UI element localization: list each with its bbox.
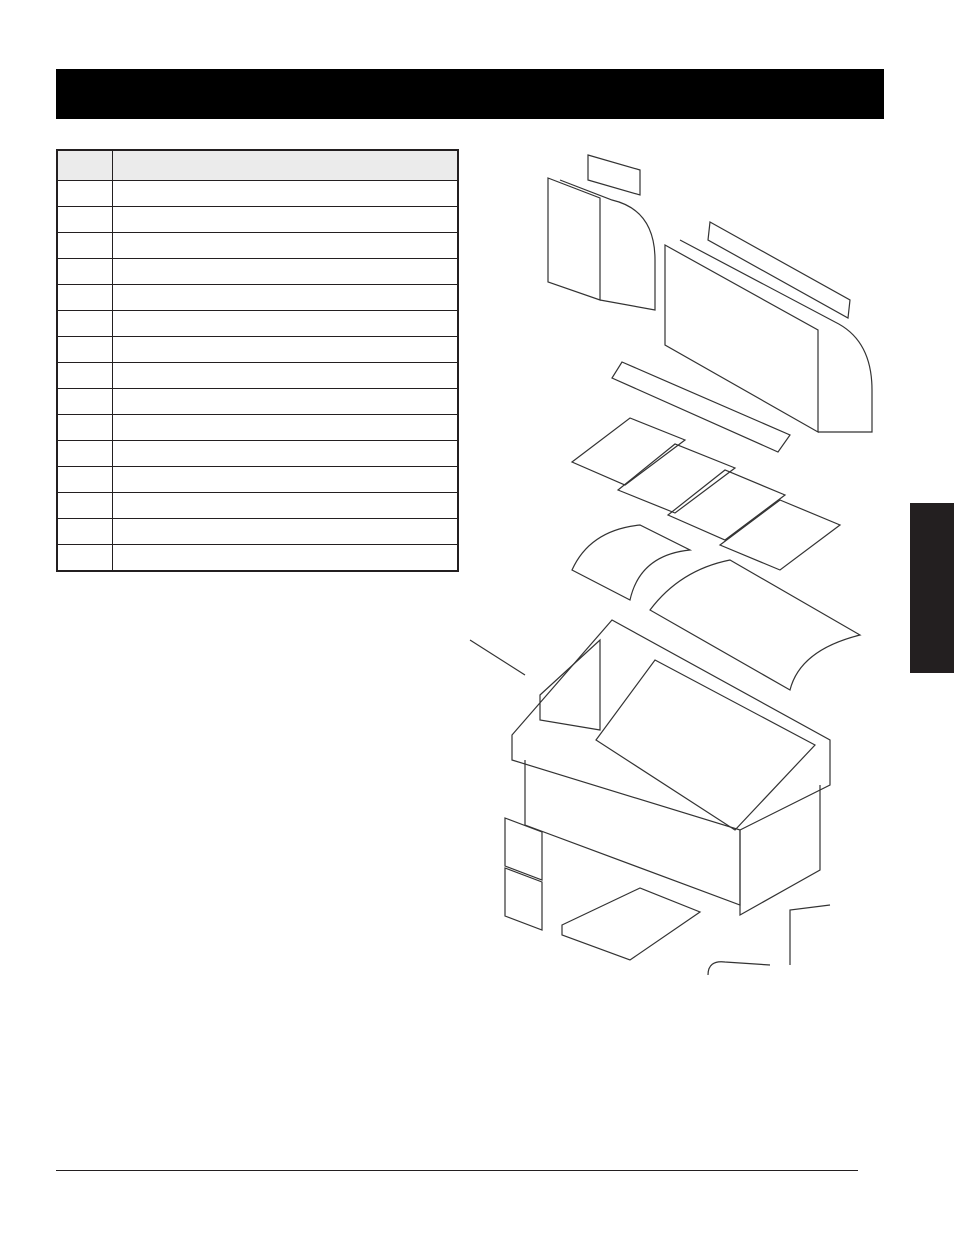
part-description-cell (112, 258, 459, 285)
table-row (56, 440, 459, 467)
part-number-cell (56, 362, 113, 389)
part-description-cell (112, 544, 459, 572)
table-row (56, 492, 459, 519)
part-number-cell (56, 466, 113, 493)
grill-exploded-diagram (469, 154, 873, 976)
part-description-cell (112, 466, 459, 493)
part-number-cell (56, 180, 113, 207)
footer-divider (56, 1170, 858, 1171)
parts-list-table (56, 149, 459, 572)
table-row (56, 232, 459, 259)
part-number-cell (56, 336, 113, 363)
table-row (56, 206, 459, 233)
section-header-bar (56, 69, 884, 119)
part-description-cell (112, 492, 459, 519)
vent-panels (504, 817, 543, 931)
table-row (56, 258, 459, 285)
table-row (56, 336, 459, 363)
table-row (56, 388, 459, 415)
table-row (56, 544, 459, 572)
table-row (56, 284, 459, 311)
large-hood (664, 221, 873, 434)
firebox-base (511, 619, 831, 917)
table-row (56, 362, 459, 389)
heat-shields (571, 524, 862, 691)
column-header-description (112, 149, 459, 181)
table-row (56, 180, 459, 207)
part-number-cell (56, 206, 113, 233)
cooking-grates (570, 361, 842, 571)
part-number-cell (56, 492, 113, 519)
table-row (56, 518, 459, 545)
part-number-cell (56, 414, 113, 441)
table-row (56, 414, 459, 441)
part-number-cell (56, 284, 113, 311)
part-number-cell (56, 310, 113, 337)
table-header-row (56, 149, 459, 181)
part-description-cell (112, 518, 459, 545)
part-number-cell (56, 440, 113, 467)
part-description-cell (112, 310, 459, 337)
part-description-cell (112, 388, 459, 415)
part-number-cell (56, 518, 113, 545)
ash-drawer (561, 887, 702, 961)
part-description-cell (112, 180, 459, 207)
section-side-tab (910, 503, 954, 673)
part-description-cell (112, 232, 459, 259)
table-row (56, 310, 459, 337)
part-description-cell (112, 336, 459, 363)
part-number-cell (56, 258, 113, 285)
part-number-cell (56, 388, 113, 415)
part-description-cell (112, 414, 459, 441)
part-number-cell (56, 232, 113, 259)
part-description-cell (112, 440, 459, 467)
igniter-parts (469, 639, 831, 976)
column-header-number (56, 149, 113, 181)
table-row (56, 466, 459, 493)
part-description-cell (112, 362, 459, 389)
part-description-cell (112, 206, 459, 233)
part-description-cell (112, 284, 459, 311)
part-number-cell (56, 544, 113, 572)
small-hood (547, 154, 656, 311)
